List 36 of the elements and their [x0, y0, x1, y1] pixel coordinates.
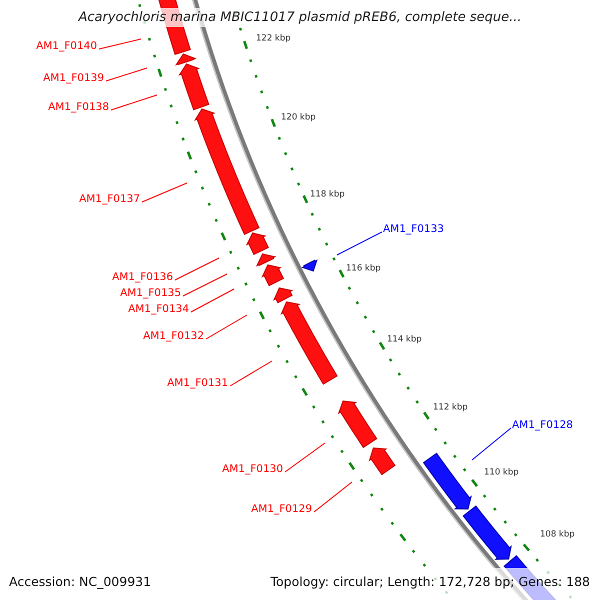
gene-label: AM1_F0139	[43, 73, 104, 85]
tick-label: 108 kbp	[540, 530, 575, 540]
tick-label: 116 kbp	[346, 264, 381, 274]
leader-line	[314, 482, 352, 512]
tick-label: 122 kbp	[256, 34, 291, 44]
tick-label: 114 kbp	[387, 335, 422, 345]
tick-label: 110 kbp	[484, 468, 519, 478]
leader-line	[182, 274, 228, 296]
gene-label: AM1_F0128	[512, 420, 573, 432]
leader-line	[106, 68, 148, 82]
leader-line	[336, 232, 382, 256]
leader-line	[230, 360, 272, 386]
leader-line	[98, 38, 142, 50]
gene-label: AM1_F0129	[251, 504, 312, 516]
gene-label: AM1_F0138	[48, 102, 109, 114]
leader-line	[110, 94, 158, 110]
gene-label: AM1_F0135	[120, 288, 181, 300]
leader-line	[142, 182, 188, 202]
gene-label: AM1_F0136	[112, 272, 173, 284]
gene-label: AM1_F0131	[167, 378, 228, 390]
leader-line	[284, 442, 326, 472]
leader-line	[190, 288, 234, 312]
gene-label: AM1_F0133	[383, 224, 444, 236]
gene-label: AM1_F0132	[143, 331, 204, 343]
leader-line	[472, 428, 512, 460]
tick-label: 118 kbp	[310, 190, 345, 200]
summary-text: Topology: circular; Length: 172,728 bp; Genes: 188	[270, 574, 590, 589]
gene-label: AM1_F0137	[79, 194, 140, 206]
tick-label: 120 kbp	[281, 113, 316, 123]
leader-line	[206, 314, 248, 340]
gene-label: AM1_F0134	[128, 304, 189, 316]
accession-text: Accession: NC_009931	[9, 574, 152, 589]
gene-label: AM1_F0130	[222, 464, 283, 476]
gene-label: AM1_F0140	[36, 41, 97, 53]
tick-label: 112 kbp	[433, 403, 468, 413]
leader-line	[174, 258, 220, 280]
